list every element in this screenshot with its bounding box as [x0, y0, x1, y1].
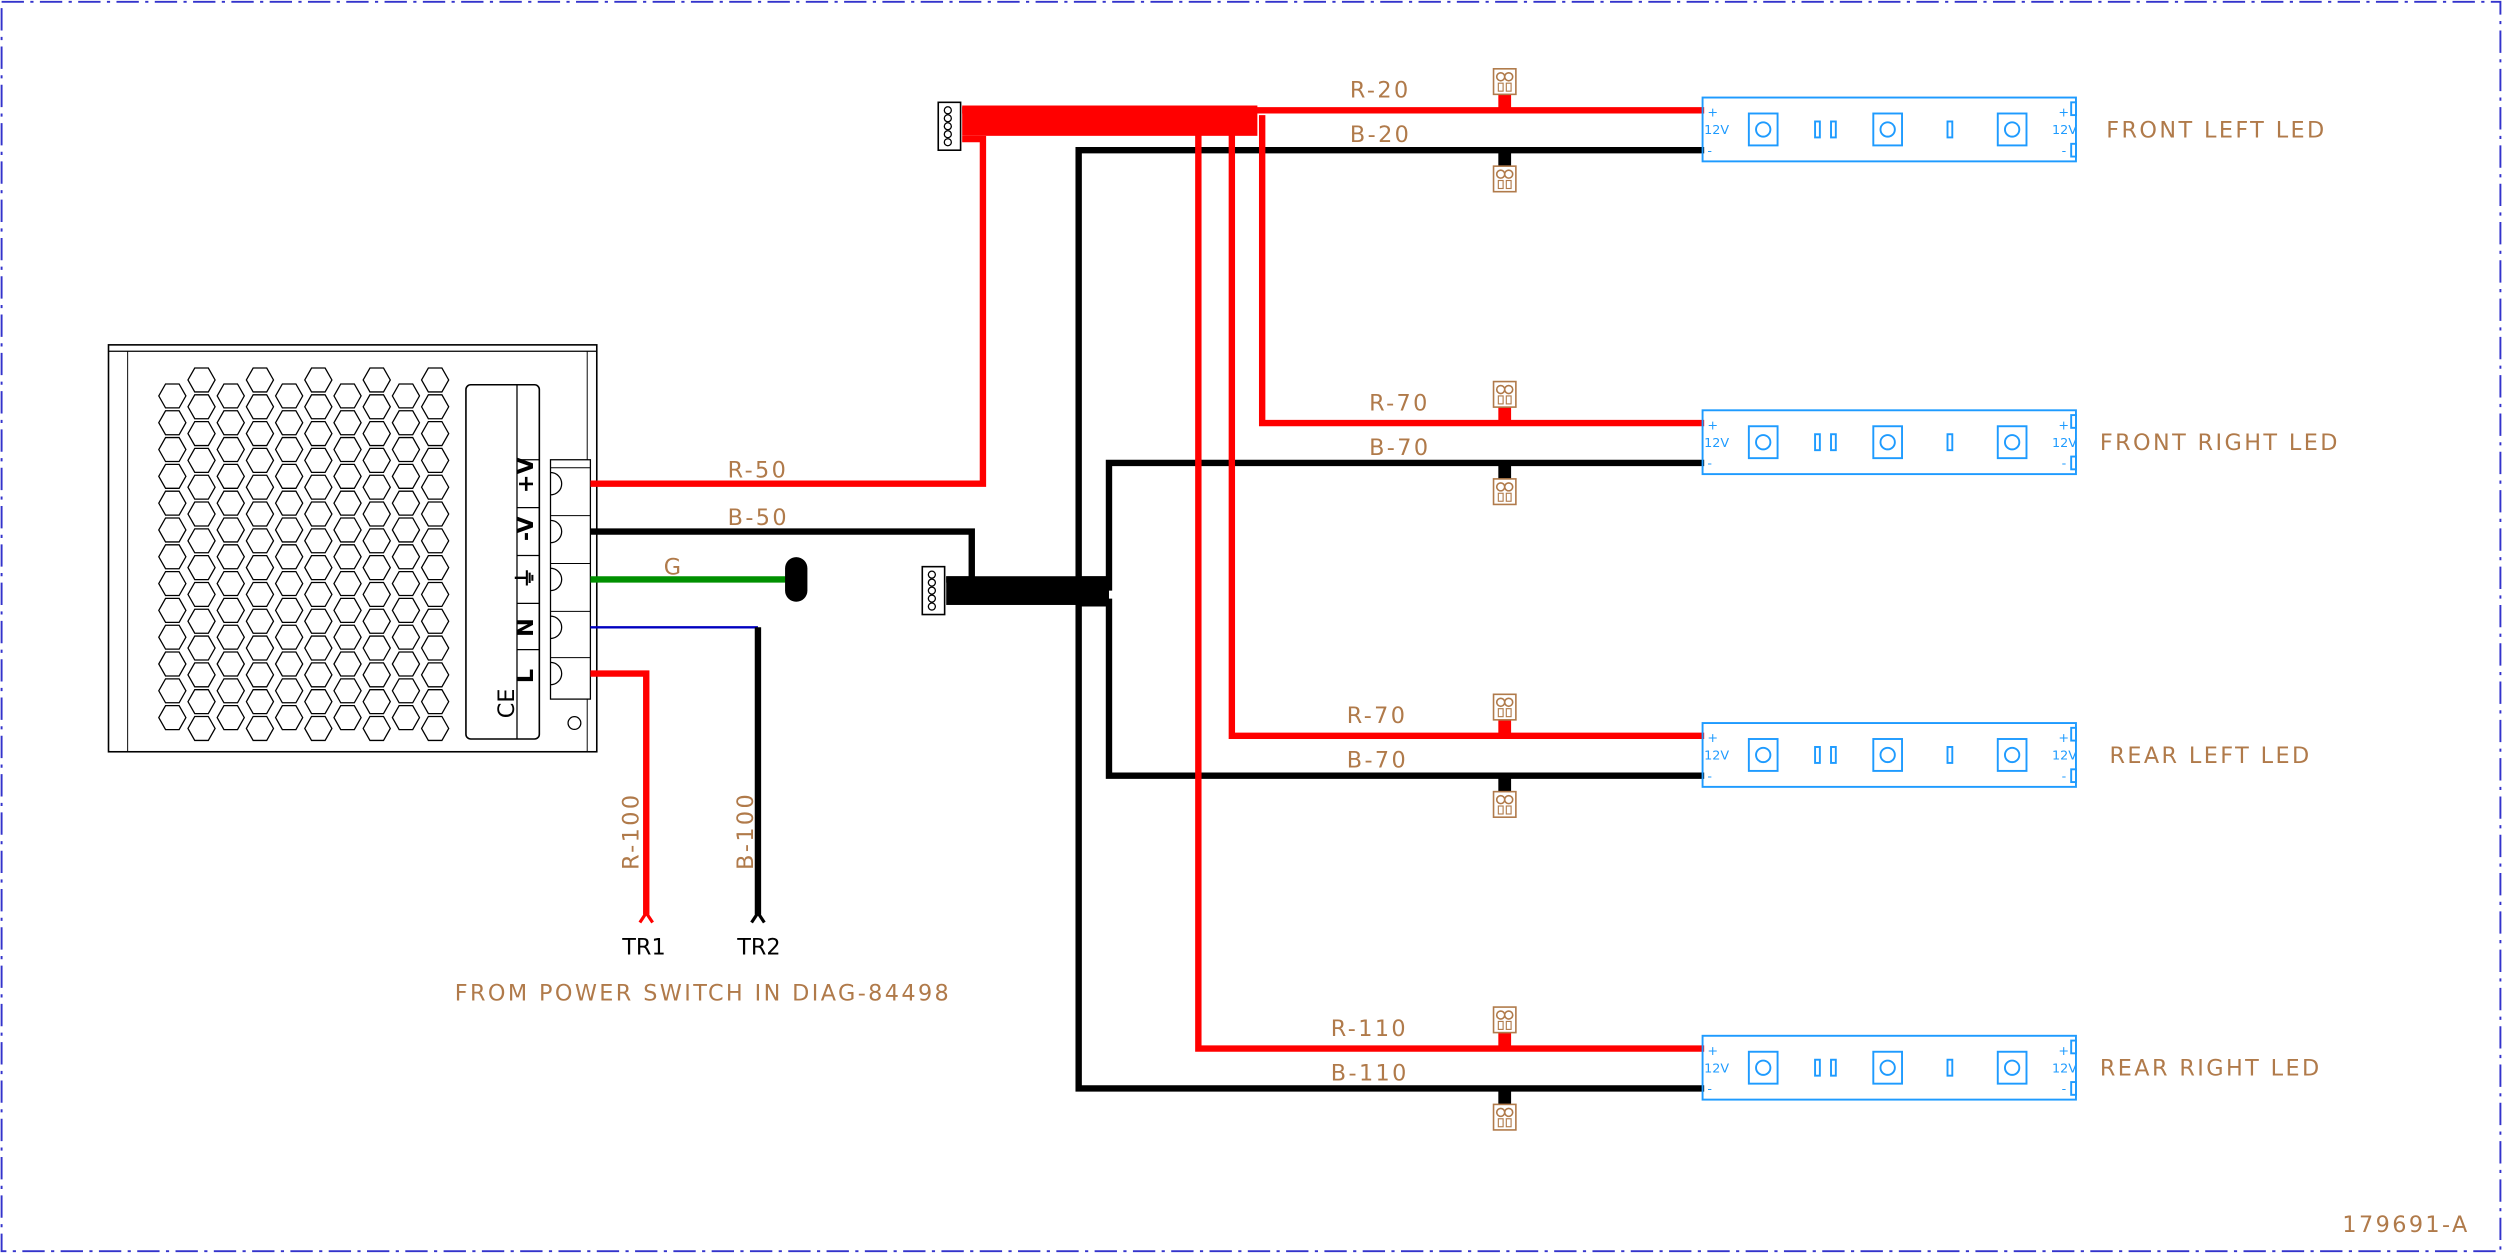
led-strip-plus-label: + — [1707, 106, 1718, 121]
led-name-label: REAR LEFT LED — [2109, 743, 2311, 769]
terminal-label: ⏚ — [513, 567, 539, 589]
led-strip-plus-label: + — [2058, 418, 2069, 433]
psu-positive-wire-label: R-50 — [728, 457, 789, 483]
led-strip-minus-label: - — [1707, 457, 1712, 472]
neutral-wire-label: B-100 — [733, 792, 759, 870]
led-strip-voltage-label: 12V — [1704, 436, 1729, 451]
black-wire — [1075, 147, 1705, 583]
led-strip-voltage-label: 12V — [2052, 436, 2077, 451]
black-wire-label: B-70 — [1347, 748, 1408, 774]
led-strip-plus-label: + — [1707, 731, 1718, 746]
psu-negative-wire-label: B-50 — [728, 505, 789, 531]
line-wire — [590, 670, 650, 915]
led-strip-minus-label: - — [1707, 1082, 1712, 1097]
red-wire — [1258, 115, 1705, 427]
red-wire — [1228, 115, 1705, 739]
led-name-label: REAR RIGHT LED — [2100, 1056, 2322, 1082]
red-splice-lead — [1498, 407, 1512, 424]
led-strip-minus-label: - — [2062, 457, 2067, 472]
red-splice-connector — [1492, 1006, 1517, 1034]
tr1-terminal — [638, 910, 654, 924]
power-switch-note: FROM POWER SWITCH IN DIAG-84498 — [455, 981, 951, 1007]
led-strip-voltage-label: 12V — [2052, 749, 2077, 764]
black-wire-label: B-20 — [1350, 122, 1411, 148]
black-wire — [1075, 600, 1705, 1092]
led-strip: +12V - +12V - — [1701, 96, 2077, 163]
red-wire-label: R-110 — [1331, 1016, 1408, 1042]
terminal-label: -V — [513, 515, 539, 541]
black-wire-label: B-110 — [1331, 1060, 1409, 1086]
led-strip-plus-label: + — [1707, 1044, 1718, 1059]
black-splice-lead — [1498, 462, 1512, 479]
led-strip-plus-label: + — [2058, 106, 2069, 121]
led-strip: +12V - +12V - — [1701, 722, 2077, 788]
red-splice-lead — [1498, 1032, 1512, 1049]
led-strip-minus-label: - — [2062, 1082, 2067, 1097]
tr1-label: TR1 — [621, 934, 665, 960]
led-strip-minus-label: - — [2062, 144, 2067, 159]
vent-grille — [158, 367, 450, 742]
tr2-label: TR2 — [736, 934, 780, 960]
led-strip-minus-label: - — [1707, 769, 1712, 784]
red-wire-label: R-20 — [1350, 78, 1411, 104]
red-wire-label: R-70 — [1347, 703, 1408, 729]
led-strip-voltage-label: 12V — [1704, 1061, 1729, 1076]
led-strip-plus-label: + — [1707, 418, 1718, 433]
led-strip-voltage-label: 12V — [1704, 749, 1729, 764]
led-strip-voltage-label: 12V — [2052, 123, 2077, 138]
black-splice-connector — [1492, 165, 1517, 193]
led-strip-voltage-label: 12V — [1704, 123, 1729, 138]
black-splice-connector — [1492, 1103, 1517, 1131]
red-splice-connector — [1492, 68, 1517, 96]
ground-wire-label: G — [664, 555, 684, 581]
tr2-terminal — [750, 910, 766, 924]
black-splice-connector — [1492, 478, 1517, 506]
led-strip-plus-label: + — [2058, 1044, 2069, 1059]
black-bundle-connector — [921, 565, 946, 616]
led-strip-voltage-label: 12V — [2052, 1061, 2077, 1076]
red-wire — [1195, 115, 1705, 1052]
terminal-label: +V — [513, 457, 539, 494]
led-strip: +12V - +12V - — [1701, 409, 2077, 476]
red-splice-connector — [1492, 693, 1517, 721]
wires: +12V - +12V - +12V - +12V - +12V - +12V - +12V - +12V - — [590, 68, 2077, 1131]
led-strip-plus-label: + — [2058, 731, 2069, 746]
red-splice-connector — [1492, 380, 1517, 408]
psu-negative-wire — [590, 528, 975, 583]
ground-terminal — [785, 557, 808, 602]
led-strip-minus-label: - — [1707, 144, 1712, 159]
red-splice-lead — [1498, 719, 1512, 736]
line-wire-label: R-100 — [618, 793, 644, 870]
terminal-label: L — [513, 669, 539, 683]
red-splice-lead — [1498, 94, 1512, 111]
power-supply: +V -V ⏚ N L CE — [107, 344, 598, 753]
black-wire-label: B-70 — [1369, 435, 1430, 461]
led-strip: +12V - +12V - — [1701, 1034, 2077, 1101]
red-bundle-connector — [937, 101, 962, 151]
led-name-label: FRONT RIGHT LED — [2100, 430, 2340, 456]
black-splice-lead — [1498, 775, 1512, 792]
led-strip-minus-label: - — [2062, 769, 2067, 784]
drawing-number: 179691-A — [2342, 1212, 2469, 1238]
ce-mark: CE — [494, 689, 520, 719]
terminal-label: N — [513, 618, 539, 637]
psu-positive-wire — [590, 135, 987, 487]
black-splice-connector — [1492, 790, 1517, 818]
red-wire-label: R-70 — [1369, 390, 1430, 416]
black-splice-lead — [1498, 150, 1512, 167]
black-splice-lead — [1498, 1088, 1512, 1105]
led-name-label: FRONT LEFT LED — [2106, 117, 2326, 143]
